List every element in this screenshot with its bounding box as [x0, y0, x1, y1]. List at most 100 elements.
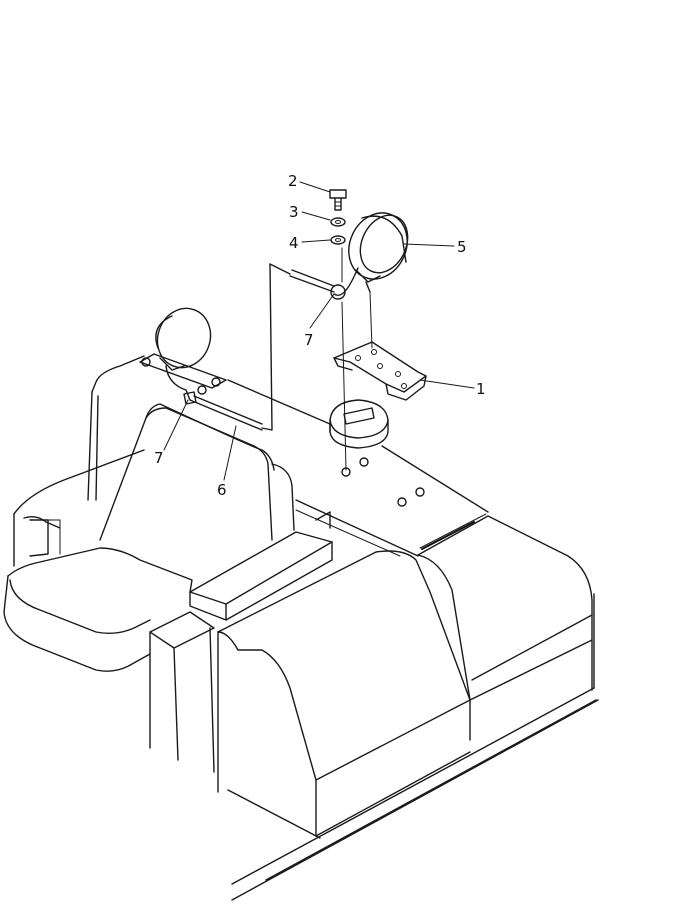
spring-washer-hole	[335, 220, 341, 224]
bracket-bolt	[211, 377, 221, 387]
deck-step	[315, 511, 331, 529]
right-lamp-assembly	[289, 189, 427, 471]
bolt-shank	[334, 197, 342, 211]
harness-lead-top	[291, 269, 335, 287]
bracket-hole	[355, 355, 361, 361]
seat-left-arm-panel	[29, 519, 49, 557]
frame-bottom-edge	[231, 699, 599, 901]
deck-hole	[397, 497, 407, 507]
bracket-bolt	[141, 357, 151, 367]
flat-washer	[330, 235, 346, 245]
seat-cushion-front	[3, 575, 151, 672]
right-lamp-base	[355, 269, 381, 283]
deck-back-edge-left	[227, 379, 331, 425]
armrest-side	[225, 541, 333, 621]
leader-4	[301, 239, 331, 243]
tank-top-right-edge	[417, 515, 593, 691]
fuel-cap-body	[329, 399, 389, 449]
bracket-bolt	[197, 385, 207, 395]
right-lamp-wire	[333, 267, 359, 297]
bracket-hole	[395, 371, 401, 377]
leader-2	[299, 181, 331, 193]
seat-left-arm-inner	[43, 519, 61, 555]
deck-hole	[359, 457, 369, 467]
deck-back-edge-right	[381, 445, 489, 513]
callout-2: 2	[288, 172, 298, 190]
callout-7-left: 7	[154, 449, 164, 467]
console-right	[209, 627, 215, 773]
left-lamp-wire	[165, 365, 191, 401]
harness-cable	[189, 399, 263, 431]
deck-left-post	[87, 391, 93, 501]
leader-7-left	[163, 399, 189, 451]
operator-seat	[3, 403, 295, 672]
right-lamp-stud	[365, 281, 371, 293]
seat-cushion-top	[7, 547, 193, 593]
callout-3: 3	[289, 203, 299, 221]
leader-3	[301, 211, 331, 221]
console-front	[173, 647, 179, 761]
seat-cushion-edge	[9, 579, 151, 635]
harness-wire-run	[261, 263, 291, 431]
tank-rim	[419, 513, 487, 549]
center-box-base	[315, 751, 471, 837]
bolt-thread	[334, 201, 342, 207]
bracket-left-lip	[333, 357, 353, 371]
bracket-hole	[377, 363, 383, 369]
bracket-hole	[371, 349, 377, 355]
armrest-top	[189, 531, 333, 605]
bracket-front-lip	[385, 375, 427, 401]
mounting-bolt	[329, 189, 347, 211]
center-box-front-curve	[217, 631, 317, 837]
leader-lines	[163, 181, 475, 481]
deck-hole	[415, 487, 425, 497]
seat-backrest-outline	[99, 407, 273, 541]
seat-left-arm-fold	[23, 515, 61, 529]
right-lamp-rim-edge	[361, 215, 407, 263]
deck-front-edge-2	[295, 509, 401, 557]
bracket-hole	[401, 383, 407, 389]
callout-5: 5	[457, 238, 467, 256]
tank-seam	[421, 521, 475, 550]
armrest-front	[189, 591, 227, 621]
seat-backrest-top	[145, 403, 275, 471]
left-lamp-rim	[155, 315, 173, 349]
center-box-top	[217, 550, 471, 701]
frame-inner-edge	[265, 699, 597, 881]
seat-back-side	[271, 463, 295, 531]
callout-4: 4	[289, 234, 299, 252]
deck-front-edge	[295, 499, 419, 557]
flat-washer-hole	[335, 238, 341, 242]
leader-5	[403, 243, 455, 247]
seat-left-arm-top	[13, 449, 145, 515]
machine-body	[87, 355, 599, 901]
assembly-line-stud	[369, 291, 373, 349]
frame-lower-edge	[231, 687, 595, 885]
leader-7-right	[309, 293, 335, 329]
assembly-line-down	[341, 301, 347, 471]
harness-cable-top	[193, 395, 263, 425]
center-box-bottom-left	[227, 789, 321, 839]
center-box-bottom	[315, 699, 471, 781]
wire-connector	[330, 284, 346, 300]
left-lamp-neck	[159, 357, 185, 371]
callout-7-right: 7	[304, 331, 314, 349]
callout-1: 1	[476, 380, 486, 398]
callout-6: 6	[217, 481, 227, 499]
right-lamp-lens-ring	[359, 214, 409, 274]
console-top	[149, 611, 215, 649]
leader-1	[419, 379, 475, 389]
tank-front-curve	[417, 554, 471, 701]
deck-left-post-inner	[95, 395, 99, 501]
left-lamp-assembly	[139, 263, 291, 431]
lamp-mounting-bracket	[333, 341, 427, 393]
spring-washer	[330, 217, 346, 227]
fuel-cap-rim	[329, 419, 389, 439]
tank-mid-line	[469, 639, 593, 701]
bolt-head	[329, 189, 347, 199]
callout-numbers: 2 3 4 5 1 7 7 6	[154, 172, 486, 499]
tank-mid-line-2	[471, 614, 593, 681]
fuel-cap-handle	[343, 407, 375, 425]
left-lamp-bracket	[139, 353, 227, 389]
